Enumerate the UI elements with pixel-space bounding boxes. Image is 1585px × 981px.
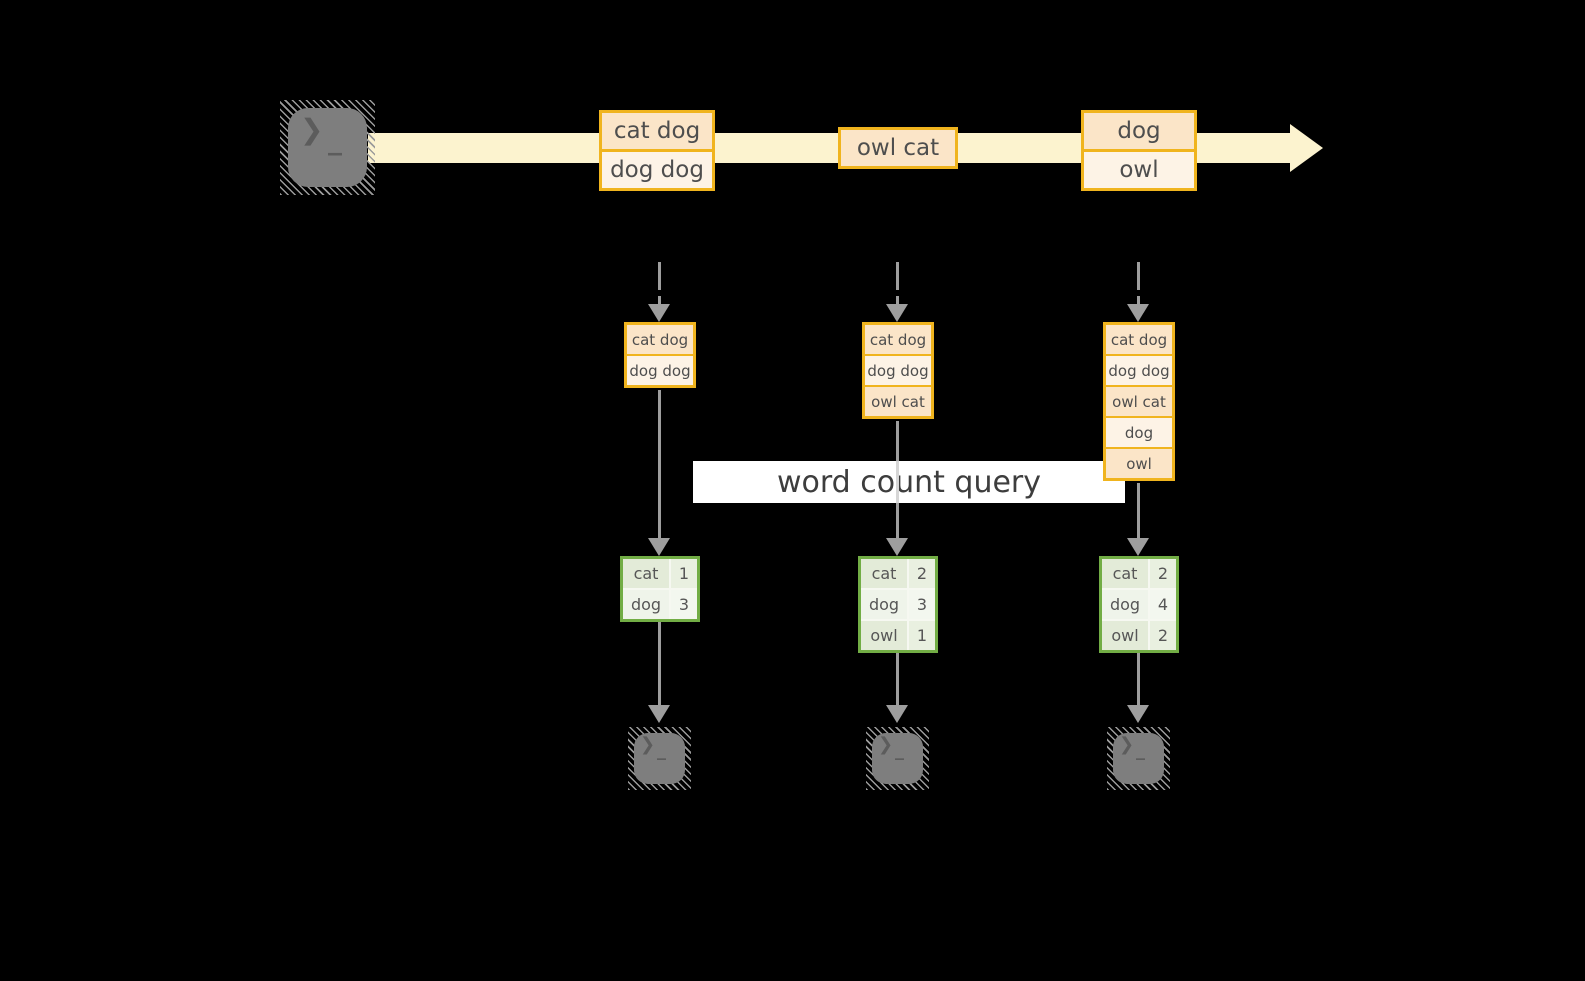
- count-value: 2: [909, 559, 935, 588]
- count-word: cat: [861, 559, 907, 588]
- count-value: 3: [909, 590, 935, 619]
- terminal-body: [1113, 733, 1164, 784]
- terminal-body: [634, 733, 685, 784]
- buffer-row: dog dog: [865, 356, 931, 385]
- input-buffer-3: cat dog dog dog owl cat dog owl: [1103, 322, 1175, 481]
- sink-terminal-icon-2: ❯ _: [866, 727, 929, 790]
- prompt-chevron: ❯: [1119, 734, 1135, 755]
- dashed-arrow-2-head: [886, 304, 908, 322]
- stream-record-batch-2: owl cat: [838, 127, 958, 169]
- buffer-row: owl: [1106, 449, 1172, 478]
- stream-arrow-head: [1290, 124, 1323, 172]
- output-arrow-3-head: [1127, 705, 1149, 723]
- output-arrow-1-head: [648, 705, 670, 723]
- count-word: cat: [1102, 559, 1148, 588]
- terminal-body: [288, 108, 367, 187]
- count-word: dog: [1102, 590, 1148, 619]
- input-buffer-1: cat dog dog dog: [624, 322, 696, 388]
- count-word: owl: [1102, 621, 1148, 650]
- arrow-through-label: [896, 461, 899, 503]
- dashed-arrow-1-head: [648, 304, 670, 322]
- output-arrow-2: [896, 653, 899, 705]
- count-value: 2: [1150, 621, 1176, 650]
- prompt-chevron: ❯: [300, 113, 324, 146]
- count-value: 2: [1150, 559, 1176, 588]
- count-value: 4: [1150, 590, 1176, 619]
- query-arrow-1-head: [648, 538, 670, 556]
- input-buffer-2: cat dog dog dog owl cat: [862, 322, 934, 419]
- sink-terminal-icon-1: ❯ _: [628, 727, 691, 790]
- output-arrow-1: [658, 622, 661, 705]
- dashed-arrow-3: [1137, 262, 1140, 290]
- buffer-row: cat dog: [1106, 325, 1172, 354]
- dashed-arrow-2: [896, 262, 899, 290]
- sink-terminal-icon-3: ❯ _: [1107, 727, 1170, 790]
- stream-record-batch-3: dog owl: [1081, 110, 1197, 191]
- output-arrow-2-head: [886, 705, 908, 723]
- record-row: dog: [1084, 113, 1194, 149]
- output-arrow-3: [1137, 653, 1140, 705]
- prompt-cursor: _: [1136, 740, 1145, 761]
- dashed-arrow-1-seg: [658, 296, 661, 308]
- query-arrow-3: [1137, 483, 1140, 538]
- buffer-row: cat dog: [865, 325, 931, 354]
- buffer-row: dog dog: [627, 356, 693, 385]
- buffer-row: owl cat: [1106, 387, 1172, 416]
- dashed-arrow-1: [658, 262, 661, 290]
- prompt-chevron: ❯: [878, 734, 894, 755]
- count-value: 3: [671, 590, 697, 619]
- dashed-arrow-2-seg: [896, 296, 899, 308]
- source-terminal-icon: ❯ _: [280, 100, 375, 195]
- buffer-row: cat dog: [627, 325, 693, 354]
- query-arrow-2-head: [886, 538, 908, 556]
- record-row: owl: [1084, 152, 1194, 188]
- prompt-cursor: _: [895, 740, 904, 761]
- query-label: word count query: [693, 461, 1125, 503]
- count-word: owl: [861, 621, 907, 650]
- count-word: dog: [861, 590, 907, 619]
- prompt-chevron: ❯: [640, 734, 656, 755]
- buffer-row: dog: [1106, 418, 1172, 447]
- count-value: 1: [671, 559, 697, 588]
- record-row: dog dog: [602, 152, 712, 188]
- record-row: cat dog: [602, 113, 712, 149]
- count-table-3: cat 2 dog 4 owl 2: [1099, 556, 1179, 653]
- prompt-cursor: _: [328, 123, 342, 156]
- stream-record-batch-1: cat dog dog dog: [599, 110, 715, 191]
- prompt-cursor: _: [657, 740, 666, 761]
- count-word: cat: [623, 559, 669, 588]
- count-table-2: cat 2 dog 3 owl 1: [858, 556, 938, 653]
- query-arrow-3-head: [1127, 538, 1149, 556]
- count-word: dog: [623, 590, 669, 619]
- buffer-row: owl cat: [865, 387, 931, 416]
- terminal-body: [872, 733, 923, 784]
- dashed-arrow-3-seg: [1137, 296, 1140, 308]
- buffer-row: dog dog: [1106, 356, 1172, 385]
- count-value: 1: [909, 621, 935, 650]
- query-arrow-1: [658, 390, 661, 538]
- record-row: owl cat: [841, 130, 955, 166]
- dashed-arrow-3-head: [1127, 304, 1149, 322]
- count-table-1: cat 1 dog 3: [620, 556, 700, 622]
